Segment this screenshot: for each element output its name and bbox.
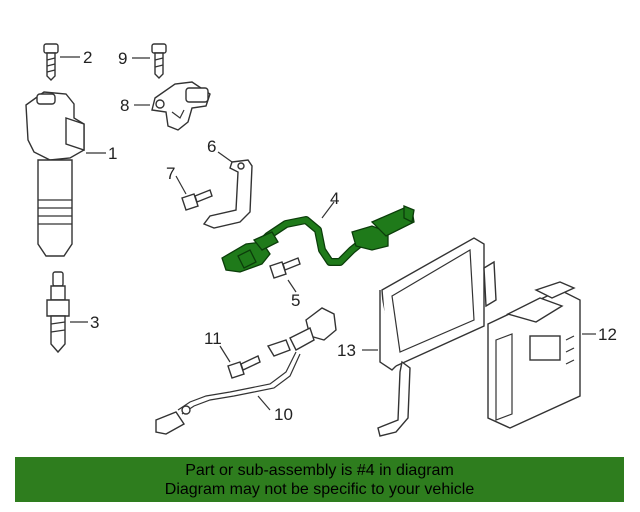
callout-6: 6: [207, 137, 216, 156]
part-1-ignition-coil[interactable]: [25, 91, 85, 257]
part-3-spark-plug[interactable]: [46, 271, 70, 354]
callout-11: 11: [204, 329, 222, 348]
part-10-knock-sensor[interactable]: [155, 307, 337, 435]
callout-5: 5: [291, 291, 300, 310]
callout-3: 3: [90, 313, 99, 332]
callout-10: 10: [274, 405, 293, 424]
part-5-bolt[interactable]: [269, 257, 301, 279]
callout-12: 12: [598, 325, 617, 344]
callout-8: 8: [120, 96, 129, 115]
part-8-sensor[interactable]: [151, 81, 211, 131]
info-banner: Part or sub-assembly is #4 in diagram Di…: [15, 457, 624, 502]
part-12-ecu[interactable]: [487, 281, 581, 429]
part-4-highlighted-sensor[interactable]: [221, 205, 415, 273]
callout-9: 9: [118, 49, 127, 68]
callout-7: 7: [166, 164, 175, 183]
part-2-bolt[interactable]: [43, 43, 59, 81]
part-7-bolt[interactable]: [181, 189, 213, 211]
part-13-ecu-bracket[interactable]: [377, 237, 497, 437]
part-11-bolt[interactable]: [227, 355, 261, 379]
callout-2: 2: [83, 48, 92, 67]
part-6-bracket[interactable]: [202, 159, 253, 229]
callout-1: 1: [108, 144, 117, 163]
callout-13: 13: [337, 341, 356, 360]
callout-4: 4: [330, 189, 339, 208]
part-9-bolt[interactable]: [151, 43, 167, 79]
banner-line-1: Part or sub-assembly is #4 in diagram: [185, 462, 454, 479]
banner-line-2: Diagram may not be specific to your vehi…: [164, 481, 475, 498]
